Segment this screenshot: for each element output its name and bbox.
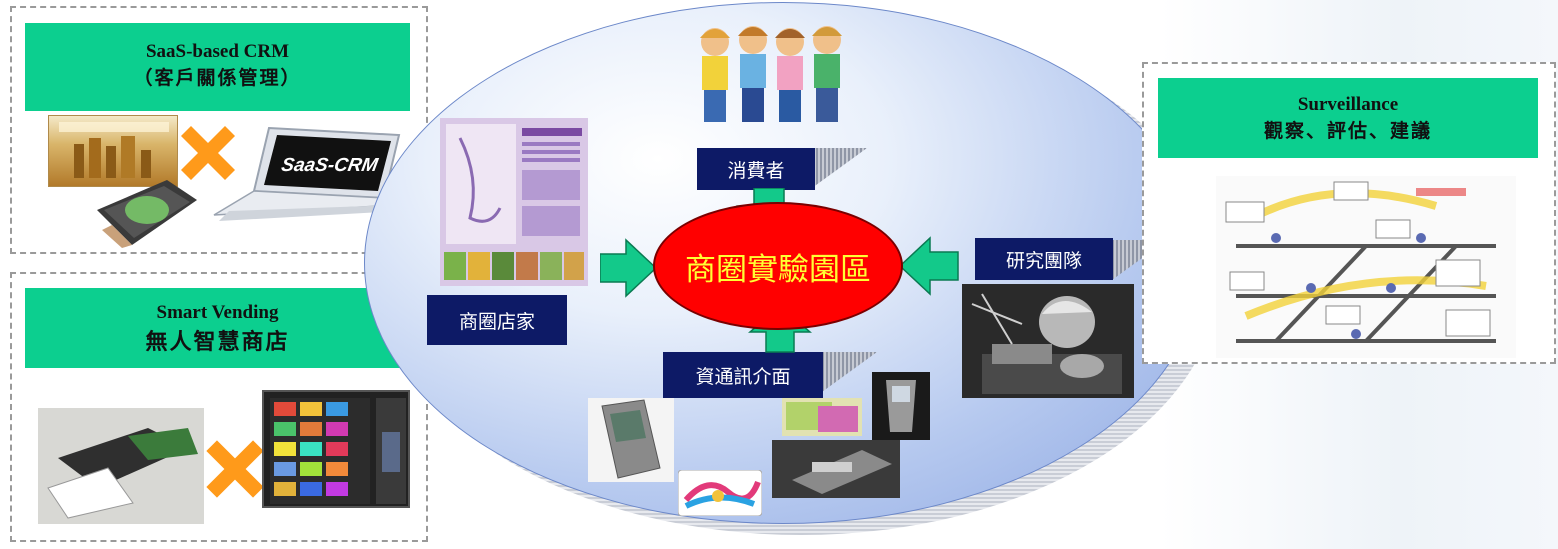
center-label: 商圈實驗園區 bbox=[685, 251, 871, 288]
vending-panel: Smart Vending 無人智慧商店 bbox=[10, 272, 428, 542]
mobile-phone-image bbox=[588, 398, 674, 482]
kiosk-image bbox=[872, 372, 930, 440]
smart-card-image bbox=[678, 470, 762, 516]
arrow-left-icon bbox=[898, 236, 959, 296]
ict-label: 資通訊介面 bbox=[663, 352, 823, 398]
multiply-cross-icon bbox=[206, 440, 264, 498]
card-terminal-image bbox=[772, 440, 900, 498]
process-diagram-image bbox=[1216, 176, 1516, 358]
vending-machine-image bbox=[262, 390, 410, 508]
crm-title: SaaS-based CRM bbox=[145, 41, 290, 62]
gold-card-image bbox=[48, 115, 178, 187]
arrow-right-icon bbox=[600, 238, 658, 298]
consumers-label: 消費者 bbox=[697, 148, 815, 190]
crm-subtitle: （客戶關係管理） bbox=[133, 67, 302, 89]
stores-label: 商圈店家 bbox=[427, 295, 567, 345]
vending-title-box: Smart Vending 無人智慧商店 bbox=[25, 288, 410, 368]
rfid-cards-image bbox=[782, 398, 862, 436]
research-label: 研究團隊 bbox=[975, 238, 1113, 280]
laptop-image: SaaS-CRM bbox=[213, 126, 401, 221]
consumers-kids-image bbox=[700, 26, 842, 122]
vending-subtitle: 無人智慧商店 bbox=[145, 330, 290, 355]
card-insert-image bbox=[38, 408, 204, 524]
crm-panel: SaaS-based CRM （客戶關係管理） SaaS-CRM bbox=[10, 6, 428, 254]
multiply-cross-icon bbox=[181, 126, 235, 180]
surveillance-title: Surveillance bbox=[1297, 94, 1399, 115]
researcher-photo bbox=[962, 284, 1134, 398]
experiment-zone-center: 商圈實驗園區 bbox=[653, 202, 903, 330]
surveillance-title-box: Surveillance 觀察、評估、建議 bbox=[1158, 78, 1538, 158]
vending-title: Smart Vending bbox=[156, 302, 279, 323]
crm-title-box: SaaS-based CRM （客戶關係管理） bbox=[25, 23, 410, 111]
laptop-screen-text: SaaS-CRM bbox=[280, 155, 381, 176]
store-map-image bbox=[440, 118, 588, 286]
surveillance-subtitle: 觀察、評估、建議 bbox=[1263, 120, 1432, 142]
surveillance-panel: Surveillance 觀察、評估、建議 bbox=[1142, 62, 1556, 364]
card-reader-image bbox=[97, 180, 197, 248]
